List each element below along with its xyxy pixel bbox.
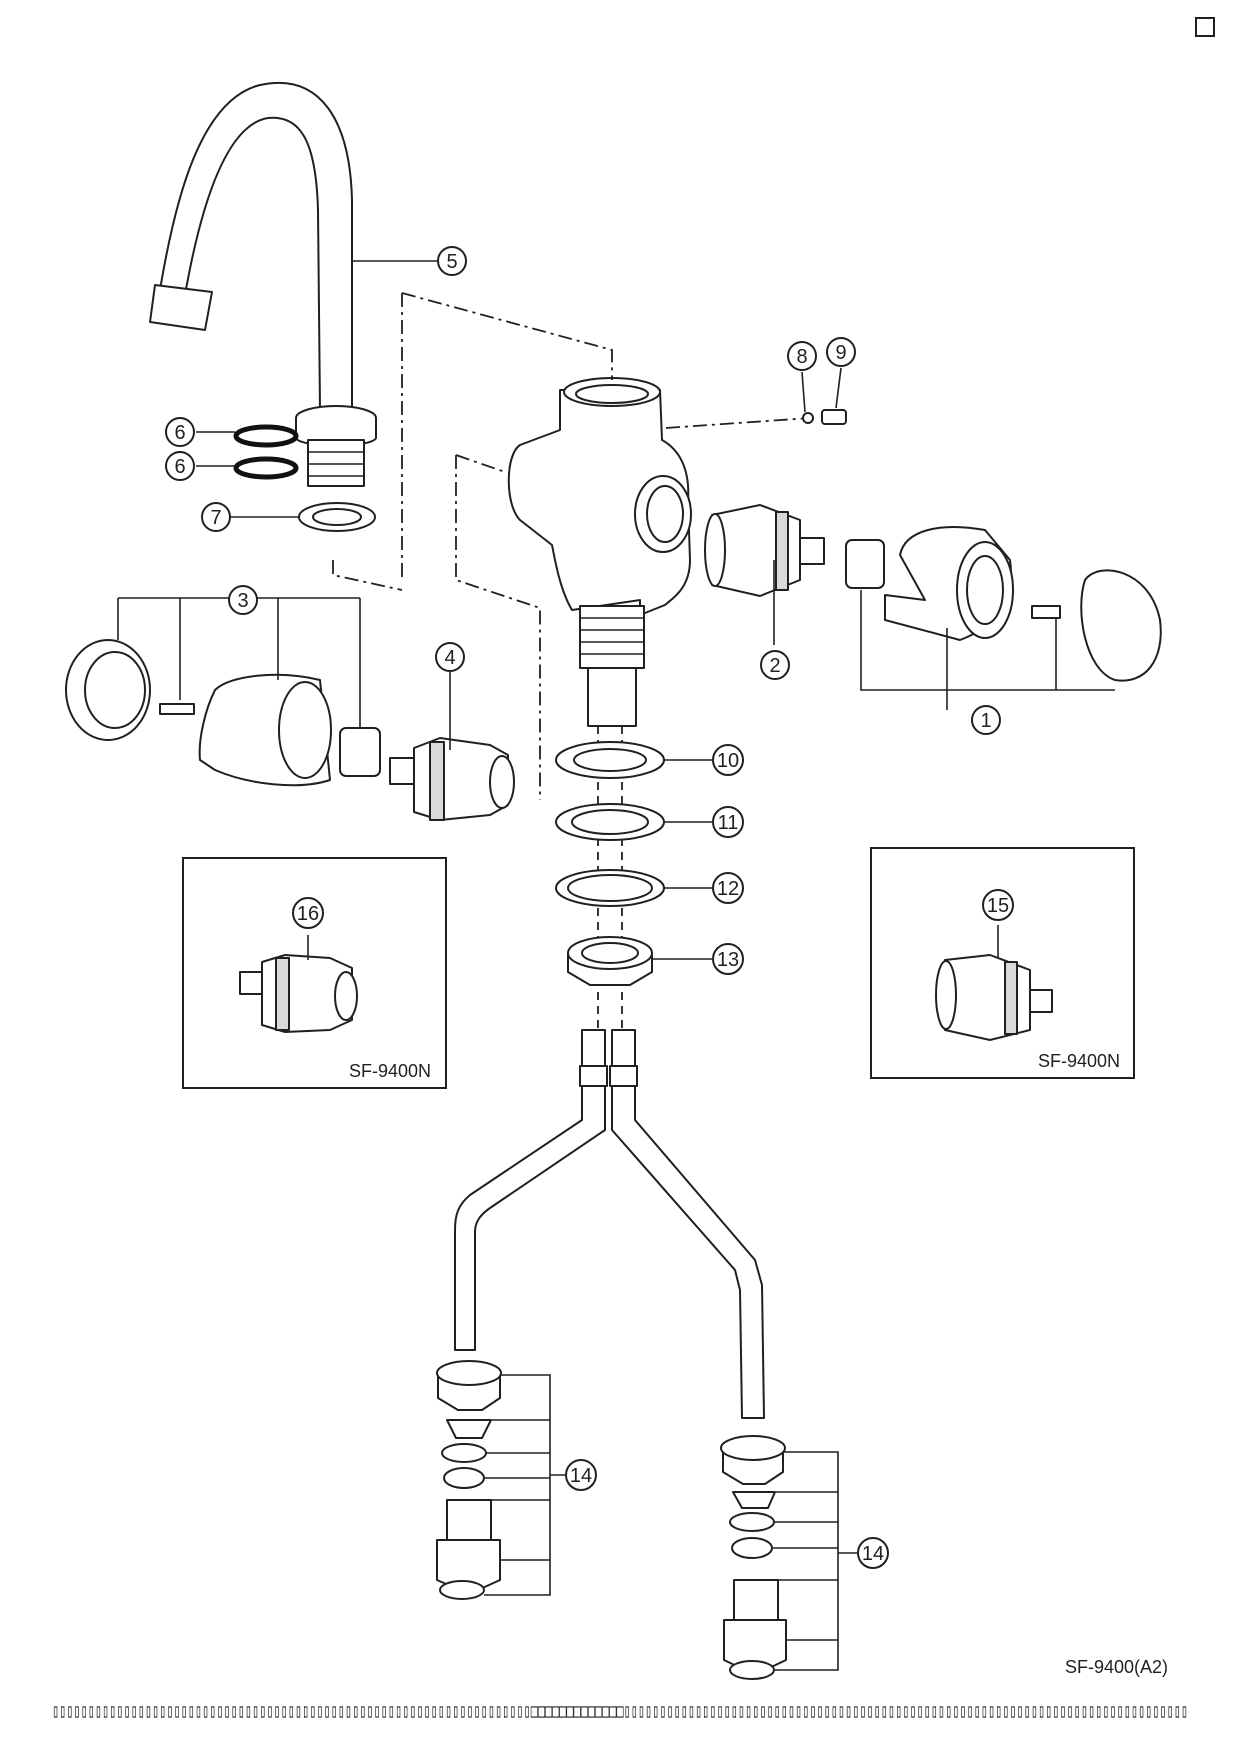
callout-15: 15 xyxy=(982,889,1014,921)
callout-label: 3 xyxy=(237,590,248,612)
callout-14-left: 14 xyxy=(565,1459,597,1491)
spout xyxy=(149,81,377,487)
callout-11: 11 xyxy=(712,806,744,838)
callout-label: 13 xyxy=(717,949,739,971)
callout-label: 11 xyxy=(718,812,739,834)
callout-3: 3 xyxy=(228,585,258,615)
callout-label: 16 xyxy=(297,903,319,925)
screw-9 xyxy=(821,409,847,425)
callout-14-right: 14 xyxy=(857,1537,889,1569)
drawing-code: SF-9400(A2) xyxy=(1065,1657,1168,1677)
callout-1: 1 xyxy=(971,705,1001,735)
callout-9: 9 xyxy=(826,337,856,367)
callout-label: 1 xyxy=(980,710,991,732)
callout-7: 7 xyxy=(201,502,231,532)
callout-10: 10 xyxy=(712,744,744,776)
callout-label: 5 xyxy=(446,251,457,273)
supply-hoses xyxy=(454,1029,765,1419)
callout-label: 8 xyxy=(796,346,807,368)
callout-5: 5 xyxy=(437,246,467,276)
callout-label: 14 xyxy=(862,1543,884,1565)
pin-8 xyxy=(802,412,814,424)
callout-label: 6 xyxy=(174,422,185,444)
inset-box-right xyxy=(870,847,1135,1079)
callout-2: 2 xyxy=(760,650,790,680)
o-ring-upper xyxy=(233,424,299,448)
valve-body xyxy=(507,377,692,727)
nut-13 xyxy=(567,936,653,986)
callout-6a: 6 xyxy=(165,417,195,447)
inset-left-model: SF-9400N xyxy=(349,1061,431,1081)
cartridge-4 xyxy=(389,737,515,821)
callout-6b: 6 xyxy=(165,451,195,481)
washer-10 xyxy=(555,741,665,779)
cartridge-2 xyxy=(704,504,825,597)
cartridge-16 xyxy=(239,954,358,1033)
callout-label: 14 xyxy=(570,1465,592,1487)
callout-16: 16 xyxy=(292,897,324,929)
callout-label: 12 xyxy=(717,878,739,900)
callout-label: 7 xyxy=(210,507,221,529)
callout-13: 13 xyxy=(712,943,744,975)
fitting-set-right xyxy=(720,1435,787,1680)
callout-8: 8 xyxy=(787,341,817,371)
callout-label: 4 xyxy=(444,647,455,669)
corner-checkbox[interactable] xyxy=(1195,17,1215,37)
callout-label: 15 xyxy=(987,895,1009,917)
inset-box-left xyxy=(182,857,447,1089)
callout-label: 9 xyxy=(835,342,846,364)
inset-right-model: SF-9400N xyxy=(1038,1051,1120,1071)
callout-label: 2 xyxy=(769,655,780,677)
footer-line: ▯▯▯▯▯▯▯▯▯▯▯▯▯▯▯▯▯▯▯▯▯▯▯▯▯▯▯▯▯▯▯▯▯▯▯▯▯▯▯▯… xyxy=(52,1700,1188,1722)
fitting-set-left xyxy=(436,1360,502,1600)
handle-assembly-3 xyxy=(65,639,381,787)
callout-label: 6 xyxy=(174,456,185,478)
washer-12 xyxy=(555,869,665,907)
spout-washer xyxy=(298,502,376,532)
washer-11 xyxy=(555,803,665,841)
callout-label: 10 xyxy=(717,750,739,772)
callout-4: 4 xyxy=(435,642,465,672)
o-ring-lower xyxy=(233,456,299,480)
handle-assembly-1 xyxy=(845,526,1162,682)
callout-12: 12 xyxy=(712,872,744,904)
cartridge-15 xyxy=(935,954,1053,1041)
